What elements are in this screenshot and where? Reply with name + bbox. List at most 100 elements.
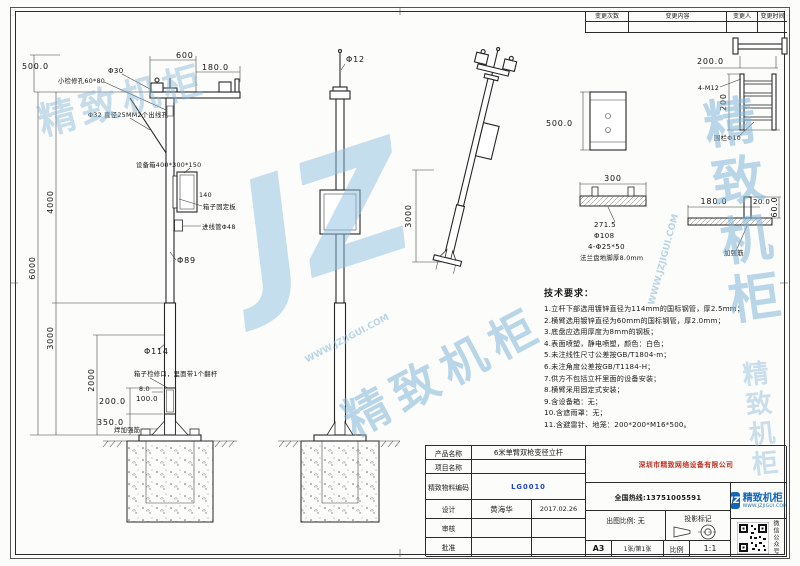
- front-ground-hatch: [102, 440, 235, 448]
- label-fence: 围栏Φ10: [714, 133, 741, 142]
- designer-name: 黄海华: [472, 500, 532, 519]
- dim-tilt-3000: 3000: [404, 204, 413, 228]
- material-code-label: 精致物料编码: [426, 474, 472, 500]
- front-arm: [149, 91, 241, 99]
- qr-cell: 微信公众号: [731, 519, 787, 557]
- tilt-camera-left-mount: [480, 49, 486, 55]
- label-phi108: Φ108: [594, 232, 614, 240]
- label-bolt-holes: 4-Φ25*50: [588, 243, 625, 251]
- side-view: Φ12: [278, 48, 401, 523]
- dim-100: 100.0: [136, 395, 158, 403]
- side-anchor-bolts: [321, 441, 359, 504]
- label-equipment-box: 设备箱400*300*150: [136, 160, 201, 169]
- check-date: [532, 519, 586, 538]
- dim-3000: 3000: [46, 326, 55, 350]
- label-access-door: 箱子检修口，里面带1个翻杆: [134, 369, 218, 378]
- design-date: 2017.02.26: [532, 500, 586, 519]
- detail-rib: 180.0 20.0 60.0 加强筋: [687, 196, 781, 257]
- tilt-pole-lower: [443, 204, 466, 260]
- tech-line: 2.横臂选用镀锌直径为60mm的国标钢管，厚2.0mm；: [544, 315, 725, 325]
- side-pole-cap: [332, 86, 348, 92]
- revision-col-person: 变更人: [727, 11, 758, 22]
- label-inlet-pipe: 进线管Φ48: [202, 222, 236, 231]
- product-name-label: 产品名称: [426, 446, 472, 460]
- sheet-size: A3: [586, 541, 612, 557]
- revision-empty-cell: [629, 21, 727, 32]
- tilt-rod: [490, 49, 499, 80]
- approver-label: 批准: [426, 538, 472, 557]
- brand-url: WWW.JZJIGUI.COM: [742, 503, 787, 509]
- channel-flanges: [590, 99, 626, 143]
- projection-mark-label: 投影标记: [684, 515, 712, 523]
- side-rod-tip: [337, 48, 343, 54]
- tech-title: 技术要求：: [544, 289, 595, 299]
- label-m12: 4-M12: [698, 85, 719, 92]
- rail-right: [771, 73, 777, 131]
- front-access-door-inner: [166, 389, 174, 413]
- front-anchor-nut-right: [189, 428, 200, 436]
- revision-col-time: 变更时间: [758, 11, 787, 22]
- jz-logo-icon: JZ: [731, 492, 740, 509]
- front-dim-lines: [30, 54, 241, 436]
- flange-dim-lines: [579, 182, 647, 223]
- label-phi12: Φ12: [346, 55, 365, 64]
- tech-line: 5.未注线性尺寸公差按GB/T1804-m；: [544, 350, 671, 360]
- dim-200: 200.0: [99, 397, 126, 406]
- scale-label: 比例: [664, 541, 690, 557]
- tech-line: 8.横臂采用固定式安装；: [544, 385, 625, 395]
- label-phi30: Φ30: [108, 67, 124, 75]
- front-view: 500.0 小检修孔60*80 Φ30 600 180.0 Φ32 直径25MM…: [22, 51, 241, 523]
- tilt-camera-right: [502, 58, 518, 73]
- rung-2: [743, 92, 773, 97]
- front-box-plate: [172, 175, 178, 209]
- side-equipment-box-inner: [323, 193, 357, 231]
- project-name-value: [472, 460, 586, 474]
- label-phi114: Φ114: [144, 347, 169, 356]
- label-inspection-hole: 小检修孔60*80: [58, 76, 105, 85]
- front-gusset-left: [151, 419, 165, 436]
- approve-date: [532, 538, 586, 557]
- rung-3: [743, 104, 773, 109]
- company-name: 深圳市精致网络设备有限公司: [586, 446, 787, 483]
- frame-center-ticks: [10, 7, 788, 557]
- projection-symbol: [673, 524, 718, 540]
- railing-dim-lines: [700, 56, 780, 131]
- tilt-gusset-left: [439, 248, 448, 258]
- bracket-plate-right: [781, 37, 788, 55]
- front-right-bracket: [218, 81, 232, 93]
- front-camera-mount: [150, 82, 164, 93]
- rung-4: [743, 116, 773, 121]
- product-name-value: 6米单臂双枪变径立杆: [472, 446, 586, 460]
- designer-label: 设计: [426, 500, 472, 519]
- dim-6000: 6000: [28, 256, 37, 280]
- tech-line: 10.含遮雨罩：无；: [544, 408, 607, 418]
- channel-hole-1: [605, 113, 611, 119]
- front-base-plate: [138, 434, 202, 442]
- dim-350: 350.0: [97, 418, 124, 427]
- dim-rib-20: 20.0: [753, 198, 770, 206]
- front-access-door: [163, 387, 177, 415]
- detail-railing: 200.0 4-M12 200 围栏Φ10: [697, 37, 788, 142]
- flange-stud-left: [591, 186, 599, 197]
- tech-line: 9.含设备箱：无；: [544, 396, 603, 406]
- tilt-rod-tip: [496, 47, 501, 52]
- title-block: 产品名称 6米单臂双枪变径立杆 项目名称 精致物料编码 LG0010 设计 黄海…: [425, 445, 787, 557]
- front-leader-lines: [103, 73, 203, 430]
- flange-plate: [579, 195, 647, 207]
- dim-600: 600: [176, 51, 194, 60]
- tilt-equipment-box: [474, 122, 500, 161]
- channel-body: [589, 91, 627, 151]
- dim-channel-500: 500.0: [546, 119, 573, 128]
- sheet-count: 1张/第1张: [612, 541, 664, 557]
- tilt-camera-left: [473, 51, 490, 66]
- tech-line: 6.未注角度公差按GB/T1184-H；: [544, 361, 655, 371]
- label-phi89: Φ89: [177, 256, 196, 265]
- front-equipment-box: [176, 171, 198, 213]
- label-box-plate: 箱子固定板: [203, 202, 236, 211]
- hotline: 全国热线:13751005591: [586, 483, 731, 511]
- tilt-camera-right-mount: [508, 55, 514, 61]
- tech-line: 4.表面喷塑，静电喷塑，颜色：白色；: [544, 338, 668, 348]
- tech-line: 11.含避雷针、地笼：200*200*M16*500。: [544, 419, 691, 429]
